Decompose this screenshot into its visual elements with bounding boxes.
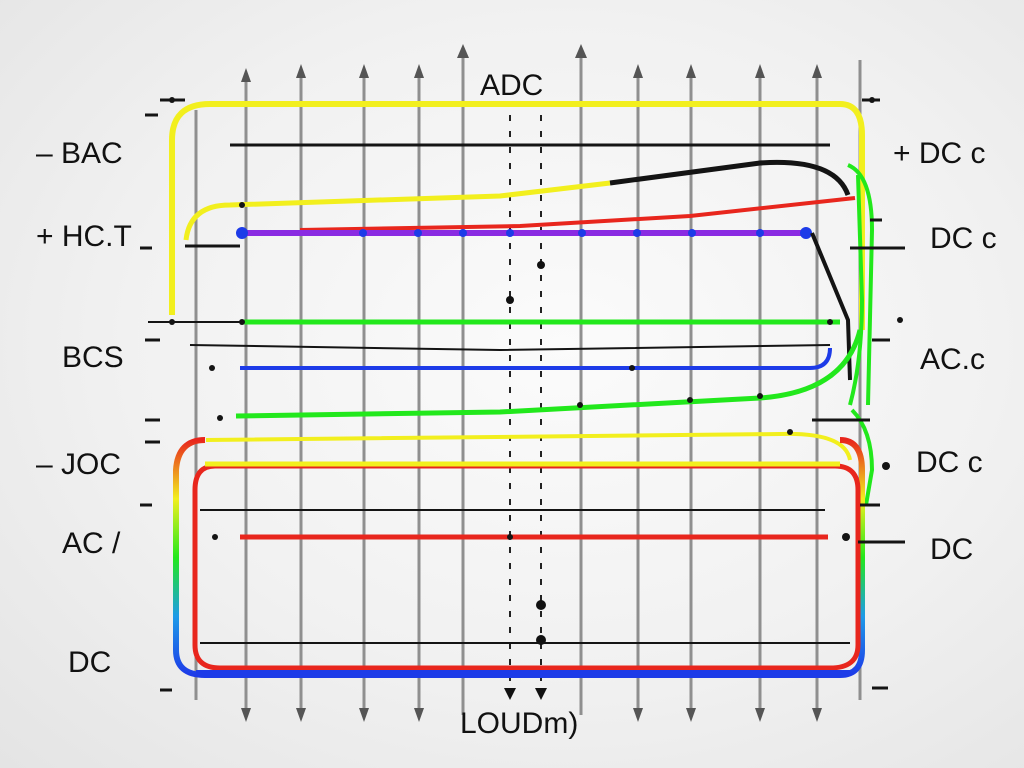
rail-arrowheads: [241, 44, 822, 722]
bus-node: [688, 229, 696, 237]
wire-green-lower: [235, 329, 863, 419]
terminal-dot: [239, 202, 245, 208]
terminal-dot: [507, 534, 513, 540]
terminal-dot: [897, 317, 903, 323]
arrowhead-down: [359, 708, 369, 722]
right-label-3: AC.c: [920, 343, 985, 376]
terminal-dot: [787, 429, 793, 435]
terminal-dot: [757, 393, 763, 399]
arrowhead-up: [296, 64, 306, 78]
arrowhead-down: [296, 708, 306, 722]
bus-node: [414, 229, 422, 237]
wire-red-diagonal: [299, 196, 856, 232]
bus-node: [236, 227, 248, 239]
diagram-footer: LOUDm): [460, 707, 578, 740]
left-label-1: – BAC: [36, 137, 123, 170]
arrowhead-down: [812, 708, 822, 722]
terminal-ticks: [140, 98, 905, 692]
terminal-dot: [869, 97, 875, 103]
left-label-3: BCS: [62, 341, 124, 374]
arrowhead-down: [241, 708, 251, 722]
arrowhead-down: [535, 688, 547, 700]
right-green-bundle: [847, 163, 875, 506]
probe-node: [536, 600, 546, 610]
arrowhead-up: [633, 64, 643, 78]
terminal-dot: [827, 319, 833, 325]
arrowhead-up: [359, 64, 369, 78]
probe-node: [537, 261, 545, 269]
arrowhead-down: [686, 708, 696, 722]
bus-nodes: [236, 227, 812, 239]
arrowhead-down: [414, 708, 424, 722]
wire-green-riser: [850, 408, 875, 506]
wire-green-riser: [847, 163, 875, 406]
vertical-rails: [194, 52, 862, 715]
wire-red-loop-inner: [192, 463, 861, 671]
bus-node: [578, 229, 586, 237]
bus-node: [506, 229, 514, 237]
terminal-dot: [687, 397, 693, 403]
wire-yellow-top-loop: [169, 101, 865, 330]
terminal-dot: [577, 402, 583, 408]
bus-node: [800, 227, 812, 239]
probe-node: [506, 296, 514, 304]
wire-yellow-black: [183, 180, 611, 241]
arrowhead-down: [633, 708, 643, 722]
arrowhead-up: [575, 44, 587, 58]
arrowhead-up: [755, 64, 765, 78]
arrowhead-down: [755, 708, 765, 722]
bus-node: [633, 229, 641, 237]
wire-black-thin-2: [189, 344, 831, 352]
arrowhead-up: [414, 64, 424, 78]
terminal-dot: [239, 319, 245, 325]
left-label-6: DC: [68, 646, 111, 679]
arrowhead-up: [812, 64, 822, 78]
bus-node: [359, 229, 367, 237]
right-label-1: + DC c: [893, 137, 986, 170]
terminal-dot: [629, 365, 635, 371]
wire-black-curve: [609, 159, 851, 196]
terminal-dot: [882, 462, 890, 470]
wire-blue-mid: [240, 347, 832, 370]
terminal-dot: [169, 319, 175, 325]
left-label-2: + HC.T: [36, 220, 132, 253]
bus-node: [756, 229, 764, 237]
left-label-5: AC /: [62, 527, 121, 560]
bus-node: [459, 229, 467, 237]
terminal-dot: [217, 415, 223, 421]
diagram-title: ADC: [480, 69, 543, 102]
wire-green-riser: [848, 174, 865, 406]
arrowhead-up: [241, 68, 251, 82]
arrowhead-up: [457, 44, 469, 58]
terminal-dot: [842, 533, 850, 541]
terminal-dot: [212, 534, 218, 540]
terminal-dot: [169, 97, 175, 103]
left-label-4: – JOC: [36, 448, 121, 481]
wire-yellow-lower: [205, 431, 852, 461]
terminal-dots: [169, 97, 903, 541]
right-label-4: DC c: [916, 446, 983, 479]
terminal-dot: [209, 365, 215, 371]
arrowhead-down: [504, 688, 516, 700]
arrowhead-up: [686, 64, 696, 78]
right-label-2: DC c: [930, 222, 997, 255]
right-label-5: DC: [930, 533, 973, 566]
